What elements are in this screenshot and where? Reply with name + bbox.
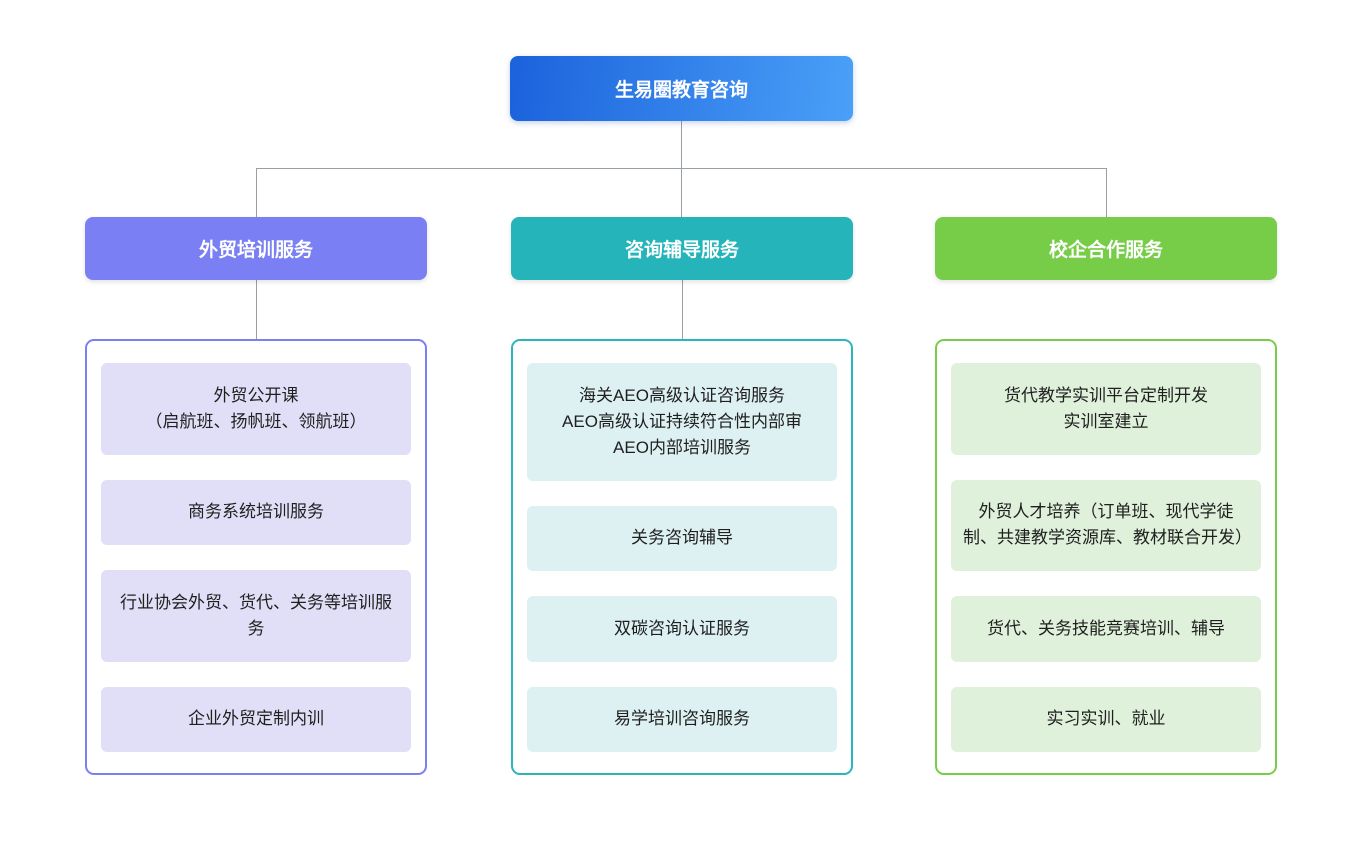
leaf-node-label: 外贸人才培养（订单班、现代学徒制、共建教学资源库、教材联合开发） [963, 502, 1252, 548]
leaf-node-label: 实习实训、就业 [1046, 709, 1166, 729]
branch-header-foreign-trade-training[interactable]: 外贸培训服务 [85, 217, 427, 280]
branch-header-consulting-coaching[interactable]: 咨询辅导服务 [511, 217, 853, 280]
connector-drop-branch-3 [1106, 168, 1107, 217]
root-node-label: 生易圈教育咨询 [614, 80, 748, 101]
branch-header-label: 咨询辅导服务 [624, 240, 739, 261]
leaf-node[interactable]: 外贸人才培养（订单班、现代学徒制、共建教学资源库、教材联合开发） [951, 479, 1261, 571]
leaf-node[interactable]: 货代、关务技能竞赛培训、辅导 [951, 596, 1261, 662]
leaf-node-label: 外贸公开课 （启航班、扬帆班、领航班） [145, 385, 367, 431]
leaf-node[interactable]: 货代教学实训平台定制开发 实训室建立 [951, 363, 1261, 455]
connector-stem-branch-1 [256, 280, 257, 339]
leaf-node[interactable]: 实习实训、就业 [951, 686, 1261, 752]
leaf-node[interactable]: 关务咨询辅导 [527, 505, 837, 571]
connector-drop-branch-2 [681, 168, 682, 217]
leaf-node-label: 双碳咨询认证服务 [614, 618, 750, 638]
leaf-node-label: 易学培训咨询服务 [614, 709, 750, 729]
leaf-node[interactable]: 海关AEO高级认证咨询服务 AEO高级认证持续符合性内部审 AEO内部培训服务 [527, 363, 837, 481]
leaf-node-label: 海关AEO高级认证咨询服务 AEO高级认证持续符合性内部审 AEO内部培训服务 [562, 385, 802, 457]
branch-header-label: 外贸培训服务 [198, 240, 313, 261]
leaf-node[interactable]: 企业外贸定制内训 [101, 686, 411, 752]
leaf-node-label: 行业协会外贸、货代、关务等培训服务 [120, 592, 392, 638]
root-node[interactable]: 生易圈教育咨询 [510, 56, 853, 121]
branch-header-label: 校企合作服务 [1048, 240, 1163, 261]
leaf-node[interactable]: 双碳咨询认证服务 [527, 596, 837, 662]
leaf-node-label: 货代、关务技能竞赛培训、辅导 [987, 618, 1225, 638]
branch-box-school-enterprise-cooperation: 货代教学实训平台定制开发 实训室建立 外贸人才培养（订单班、现代学徒制、共建教学… [935, 339, 1277, 775]
connector-root-stem [681, 121, 682, 168]
leaf-node[interactable]: 外贸公开课 （启航班、扬帆班、领航班） [101, 363, 411, 455]
leaf-node-label: 商务系统培训服务 [188, 502, 324, 522]
connector-drop-branch-1 [256, 168, 257, 217]
leaf-node-label: 企业外贸定制内训 [188, 709, 324, 729]
leaf-node-label: 关务咨询辅导 [631, 528, 733, 548]
leaf-node[interactable]: 行业协会外贸、货代、关务等培训服务 [101, 570, 411, 662]
branch-box-consulting-coaching: 海关AEO高级认证咨询服务 AEO高级认证持续符合性内部审 AEO内部培训服务 … [511, 339, 853, 775]
connector-stem-branch-2 [682, 280, 683, 339]
leaf-node-label: 货代教学实训平台定制开发 实训室建立 [1004, 385, 1208, 431]
leaf-node[interactable]: 易学培训咨询服务 [527, 686, 837, 752]
branch-header-school-enterprise-cooperation[interactable]: 校企合作服务 [935, 217, 1277, 280]
branch-box-foreign-trade-training: 外贸公开课 （启航班、扬帆班、领航班） 商务系统培训服务 行业协会外贸、货代、关… [85, 339, 427, 775]
leaf-node[interactable]: 商务系统培训服务 [101, 479, 411, 545]
